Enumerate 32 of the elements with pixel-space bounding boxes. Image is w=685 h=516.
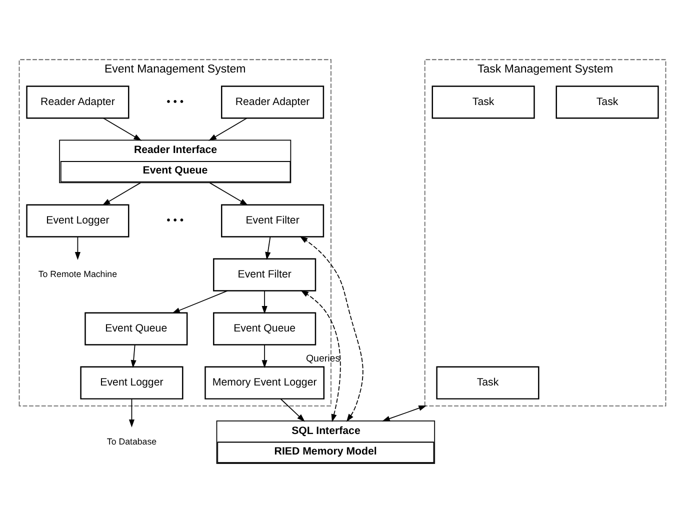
node-box: Reader Adapter	[221, 86, 324, 119]
arrow	[300, 290, 341, 422]
arrow	[300, 236, 364, 422]
node-box: Event Filter	[221, 204, 324, 238]
arrow	[102, 118, 142, 141]
node-text: To Remote Machine	[38, 269, 118, 280]
arrow	[102, 182, 141, 206]
label: • • •	[166, 96, 184, 108]
node-box: Memory Event Logger	[204, 366, 325, 400]
edge-label: Queries	[306, 353, 340, 364]
arrow	[262, 344, 268, 368]
arrow	[130, 344, 136, 368]
arrow	[74, 236, 80, 260]
arrow	[172, 290, 228, 314]
arrow	[209, 182, 248, 206]
node-box: Task	[432, 86, 535, 119]
node-box: Event Filter	[213, 258, 316, 292]
node-text: To Database	[106, 436, 157, 446]
node-box: Task	[556, 86, 659, 119]
node-box: Event Queue	[213, 312, 316, 346]
node-box: Event Queue	[84, 312, 188, 346]
node-box: Event Logger	[26, 204, 130, 238]
node-box: Event Logger	[80, 366, 184, 400]
node-box: Reader Adapter	[26, 86, 130, 119]
arrow	[262, 290, 268, 314]
arrow	[265, 236, 271, 260]
arrow	[382, 405, 427, 422]
arrow	[128, 398, 135, 428]
node-box: Task	[436, 366, 540, 400]
label: • • •	[166, 214, 184, 227]
arrow	[280, 398, 305, 422]
arrow	[208, 118, 248, 141]
